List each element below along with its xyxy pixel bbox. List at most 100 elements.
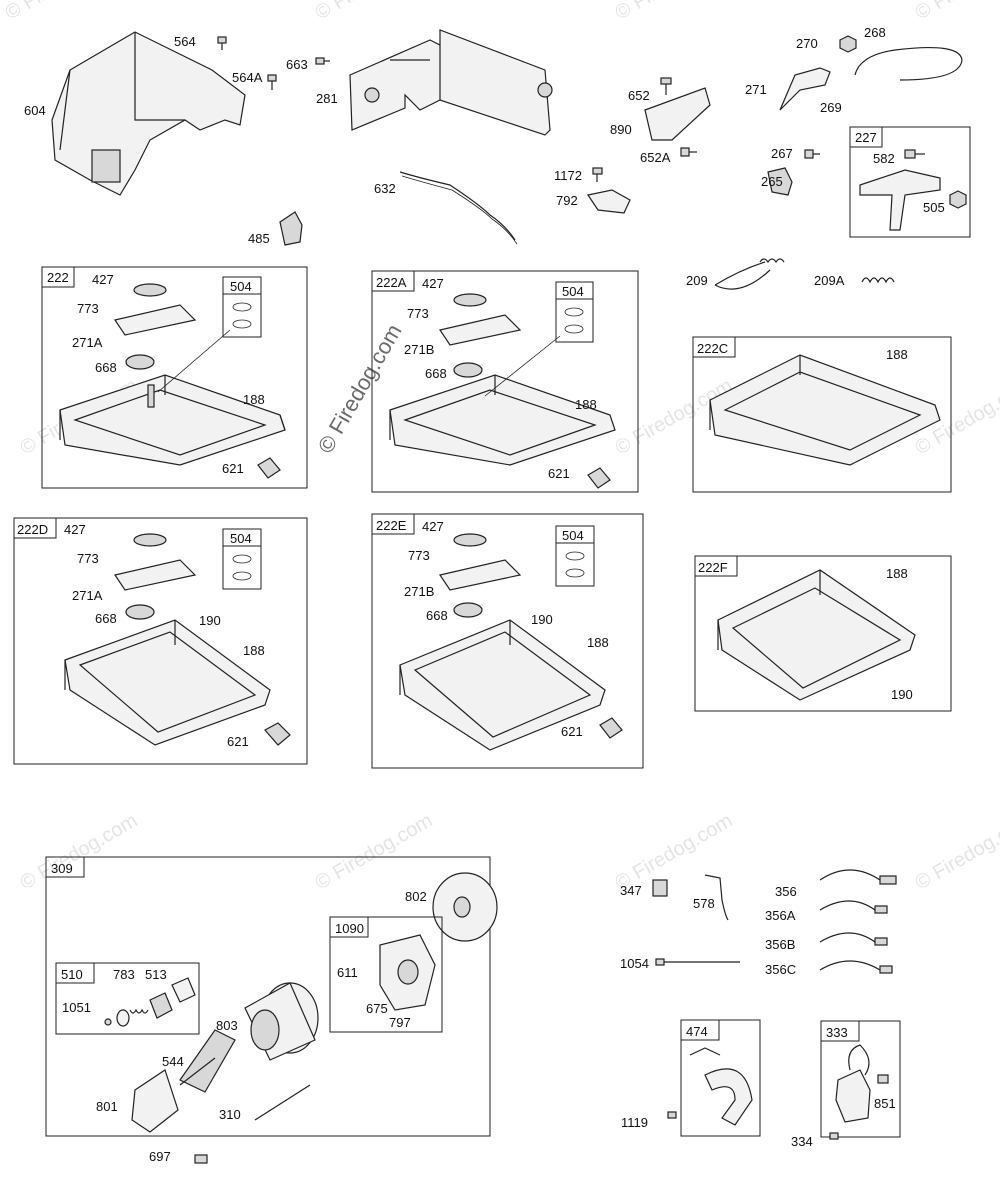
label-427: 427 [64,522,86,537]
washer-box-504 [555,525,595,587]
label-190: 190 [531,612,553,627]
label-505: 505 [923,200,945,215]
washer-box-504 [222,528,262,590]
label-513: 513 [145,967,167,982]
box-label-222: 222 [47,270,69,285]
screw-1172 [592,167,603,182]
label-188: 188 [886,347,908,362]
label-564A: 564A [232,70,263,85]
label-604: 604 [24,103,46,118]
box-label-222A: 222A [376,275,407,290]
box-222E [371,513,644,769]
label-271A: 271A [72,335,103,350]
label-334: 334 [791,1134,813,1149]
label-188: 188 [886,566,908,581]
watermark-text: © Firedog.com [2,0,127,24]
label-803: 803 [216,1018,238,1033]
screw-663 [315,57,330,65]
bracket-890 [644,87,711,141]
watermark-text: © Firedog.com [612,810,737,895]
label-1172: 1172 [554,168,582,183]
box-222 [41,266,308,489]
box-222F [694,555,952,712]
lever-271 [779,67,831,111]
part-347 [652,879,668,897]
label-188: 188 [575,397,597,412]
label-668: 668 [95,611,117,626]
label-347: 347 [620,883,642,898]
box-510 [55,962,200,1035]
screw-564 [217,36,227,50]
watermark-text: © Firedog.com [912,0,1000,24]
label-485: 485 [248,231,270,246]
label-188: 188 [587,635,609,650]
label-851: 851 [874,1096,896,1111]
box-474 [667,1019,761,1137]
box-label-474: 474 [686,1024,708,1039]
box-222A [371,270,639,493]
label-797: 797 [389,1015,411,1030]
label-611: 611 [337,965,358,980]
box-label-309: 309 [51,861,73,876]
screw-652A [680,147,697,157]
label-773: 773 [77,551,99,566]
label-188: 188 [243,643,265,658]
box-label-504: 504 [230,531,252,546]
label-802: 802 [405,889,427,904]
washer-box-504 [157,276,262,393]
box-label-333: 333 [826,1025,848,1040]
label-269: 269 [820,100,842,115]
label-773: 773 [408,548,430,563]
label-621: 621 [548,466,570,481]
label-773: 773 [77,301,99,316]
watermark-center: © Firedog.com [313,320,407,458]
spring-209 [714,258,785,290]
label-890: 890 [610,122,632,137]
screw-564A [267,74,277,90]
watermark-text: © Firedog.com [17,810,142,895]
cable-268 [854,46,963,81]
screw-652 [660,77,672,95]
label-668: 668 [425,366,447,381]
label-621: 621 [561,724,583,739]
label-792: 792 [556,193,578,208]
box-label-504: 504 [562,528,584,543]
label-356A: 356A [765,908,796,923]
plate-792 [587,189,631,214]
box-label-504: 504 [230,279,252,294]
watermark-text: © Firedog.com [912,810,1000,895]
label-310: 310 [219,1107,241,1122]
clip-485 [279,211,303,246]
label-652A: 652A [640,150,671,165]
label-801: 801 [96,1099,118,1114]
box-label-510: 510 [61,967,83,982]
label-356C: 356C [765,962,796,977]
label-578: 578 [693,896,715,911]
label-271: 271 [745,82,767,97]
control-bracket-281 [349,29,553,136]
box-label-227: 227 [855,130,877,145]
housing-grip [91,149,121,183]
label-1051: 1051 [62,1000,91,1015]
label-652: 652 [628,88,650,103]
label-356B: 356B [765,937,795,952]
label-281: 281 [316,91,338,106]
spring-209A [861,277,895,284]
label-267: 267 [771,146,793,161]
wire-578 [704,874,729,921]
label-271B: 271B [404,584,434,599]
nut-270 [839,35,857,53]
label-668: 668 [95,360,117,375]
box-label-1090: 1090 [335,921,364,936]
box-222D [13,517,308,765]
governor-spring-632 [399,171,518,245]
label-663: 663 [286,57,308,72]
label-271A: 271A [72,588,103,603]
box-label-504: 504 [562,284,584,299]
wire-harness-356 [819,869,897,974]
label-675: 675 [366,1001,388,1016]
box-label-222C: 222C [697,341,728,356]
label-773: 773 [407,306,429,321]
label-188: 188 [243,392,265,407]
